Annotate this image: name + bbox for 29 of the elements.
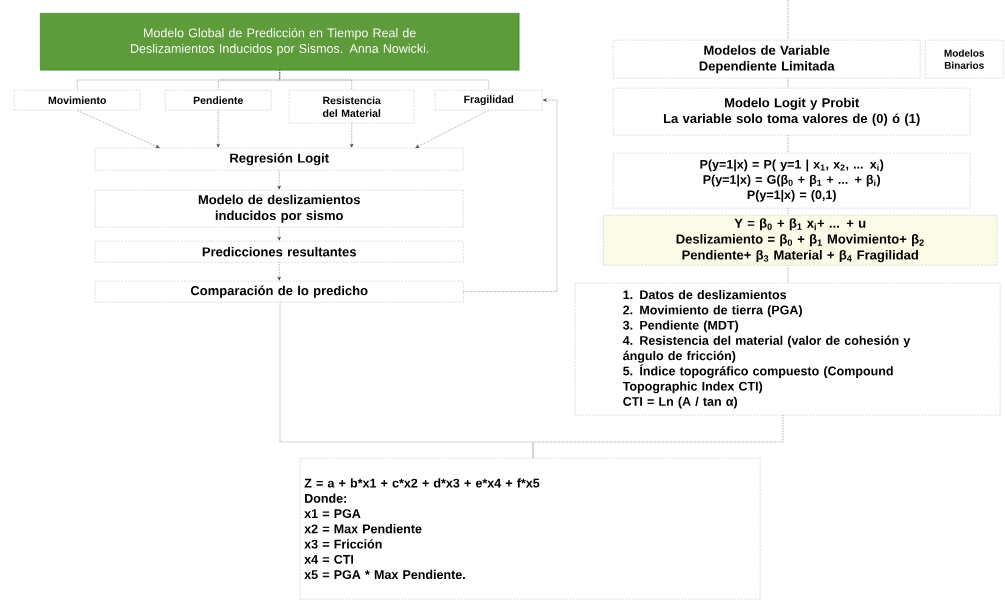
process-box: Modelo Logit y Probit La variable solo toma valores de (0) ó (1) xyxy=(613,88,971,136)
formula-box: Y = β$_{0}$ + β$_{1}$ x$_{i}$+ ... + u Deslizamiento = β$_{0}$ + β$_{1}$ Movimiento+ β$_{2}$ Pendiente+ β$_{3}$ Material + β$_{4}$ Fragilidad xyxy=(603,215,998,266)
arrow xyxy=(277,262,281,281)
arrow xyxy=(216,110,220,148)
connector-line xyxy=(787,135,789,154)
process-box: Fragilidad xyxy=(435,90,543,111)
arrow xyxy=(277,227,281,241)
title-box: Modelo Global de Predicción en Tiempo Real de Deslizamientos Inducidos por Sismos. Anna Nowicki. xyxy=(40,13,520,71)
process-box: Regresión Logit xyxy=(95,148,464,171)
process-box: Z = a + b*x1 + c*x2 + d*x3 + e*x4 + f*x5 Donde: x1 = PGA x2 = Max Pendiente x3 = Fricción x4 = CTI x5 = PGA * Max Pendiente. xyxy=(300,458,761,600)
arrow xyxy=(76,110,160,148)
process-box: 1. Datos de deslizamientos 2. Movimiento de tierra (PGA) 3. Pendiente (MDT) 4. Resistencia del material (valor de cohesión y ángulo de fricción) 5. Índice topográfico compuesto (Compound Topographic Index CTI) CTI = Ln (A / tan α) xyxy=(575,283,1001,416)
process-box: Movimiento xyxy=(14,90,141,111)
arrow xyxy=(277,170,281,190)
arrow xyxy=(350,123,354,148)
connector-line xyxy=(532,415,784,459)
arrow xyxy=(415,110,489,148)
connector-line xyxy=(279,70,489,91)
process-box: Modelos Binarios xyxy=(925,40,1004,79)
connector-line xyxy=(787,265,789,284)
arrow xyxy=(463,98,558,292)
process-box: Modelos de Variable Dependiente Limitada xyxy=(613,40,921,79)
connector-line xyxy=(787,0,789,41)
process-box: Pendiente xyxy=(165,90,272,111)
process-box: Comparación de lo predicho xyxy=(95,281,464,303)
process-box: Resistencia del Material xyxy=(289,90,415,124)
process-box: P(y=1|x) = P( y=1 | x$_{1}$, x$_{2}$, ... x$_{i}$) P(y=1|x) = G(β$_{0}$ + β$_{1}$ + ... + β$_{i}$) P(y=1|x) = (0,1) xyxy=(613,153,971,209)
process-box: Predicciones resultantes xyxy=(95,241,464,263)
process-box: Modelo de deslizamientos inducidos por sismo xyxy=(95,190,464,228)
